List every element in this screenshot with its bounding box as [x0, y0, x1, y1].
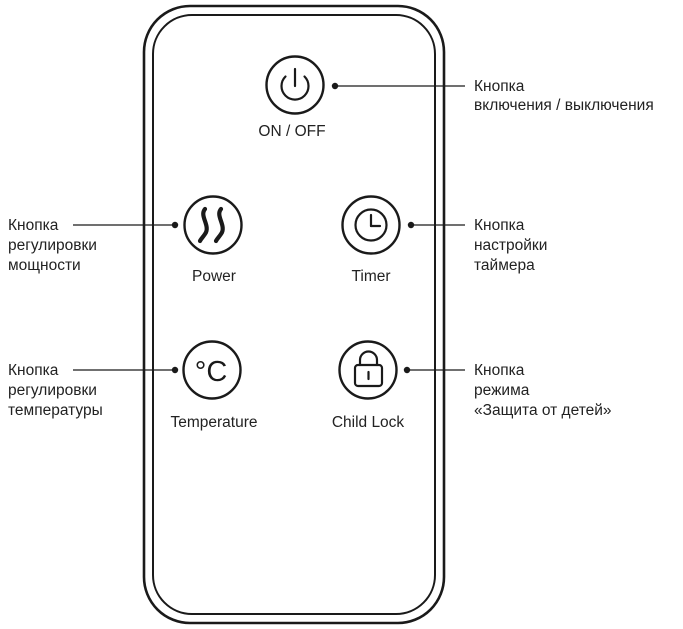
callout-child-lock-line: режима	[474, 382, 530, 399]
callout-temperature-line: температуры	[8, 402, 103, 419]
leader-power-level	[73, 221, 179, 229]
timer-label: Timer	[351, 268, 390, 285]
temperature-label: Temperature	[170, 414, 257, 431]
callout-power-toggle-line: Кнопка	[474, 78, 525, 95]
callout-temperature-line: Кнопка	[8, 362, 59, 379]
leader-timer	[407, 221, 465, 229]
callout-temperature-line: регулировки	[8, 382, 97, 399]
power-icon	[280, 67, 310, 101]
callout-child-lock-line: «Защита от детей»	[474, 402, 612, 419]
timer-button[interactable]	[341, 195, 401, 255]
temperature-button[interactable]: °C	[182, 340, 242, 400]
callout-power-level-line: регулировки	[8, 237, 97, 254]
power-level-button[interactable]	[183, 195, 243, 255]
power-level-label: Power	[192, 268, 236, 285]
leader-temperature	[73, 366, 179, 374]
callout-power-level-line: Кнопка	[8, 217, 59, 234]
callout-temperature: Кнопка регулировки температуры	[8, 362, 103, 419]
callout-power-toggle-line: включения / выключения	[474, 97, 654, 114]
child-lock-label: Child Lock	[332, 414, 405, 431]
callout-timer: Кнопка настройки таймера	[474, 217, 552, 274]
callout-child-lock-line: Кнопка	[474, 362, 525, 379]
clock-icon	[354, 208, 388, 242]
heat-waves-icon	[197, 206, 225, 244]
leader-child-lock	[403, 366, 465, 374]
remote-body-inner	[152, 14, 436, 615]
callout-power-toggle: Кнопка включения / выключения	[474, 78, 654, 114]
callout-timer-line: таймера	[474, 257, 535, 274]
callout-child-lock: Кнопка режима «Защита от детей»	[474, 362, 612, 419]
callout-power-level: Кнопка регулировки мощности	[8, 217, 101, 274]
power-toggle-label: ON / OFF	[258, 123, 325, 140]
callout-power-level-line: мощности	[8, 257, 81, 274]
padlock-icon	[353, 350, 384, 388]
power-toggle-button[interactable]	[265, 55, 325, 115]
remote-body-outer	[142, 4, 446, 625]
callout-timer-line: Кнопка	[474, 217, 525, 234]
leader-power-toggle	[331, 82, 465, 90]
celsius-icon: °C	[195, 356, 228, 388]
child-lock-button[interactable]	[338, 340, 398, 400]
callout-timer-line: настройки	[474, 237, 547, 254]
